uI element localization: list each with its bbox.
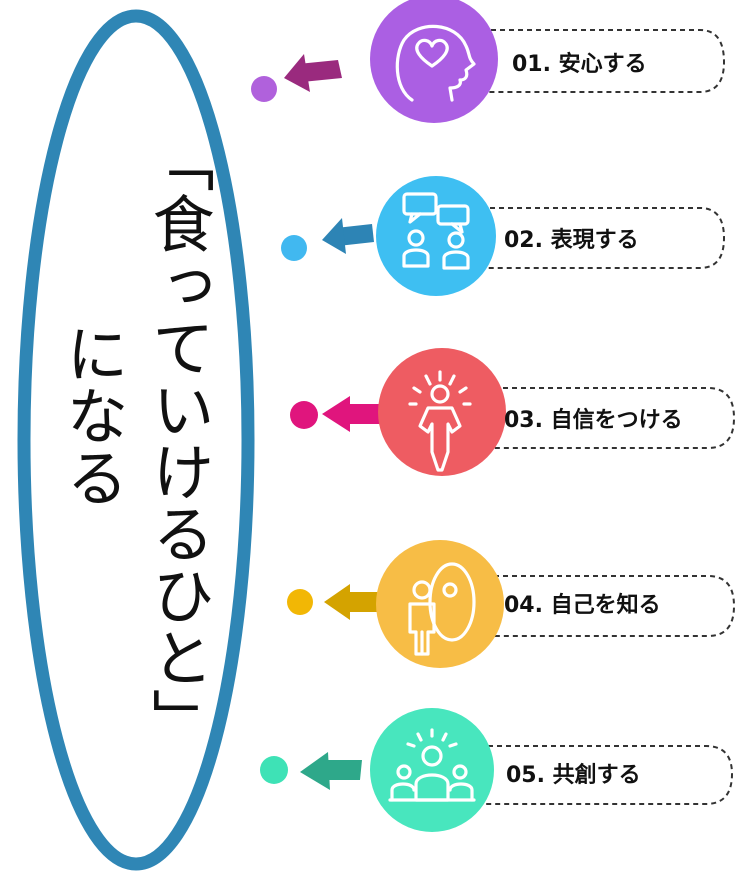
speech-bubbles-people-icon bbox=[402, 192, 470, 270]
step-01: 01. 安心する bbox=[251, 0, 726, 123]
step-05-label-box bbox=[434, 745, 734, 805]
step-01-label-box bbox=[428, 29, 726, 93]
step-05: 05. 共創する bbox=[260, 708, 734, 832]
step-05-circle bbox=[370, 708, 494, 832]
step-04-label: 04. 自己を知る bbox=[504, 592, 661, 618]
step-04: 04. 自己を知る bbox=[287, 540, 736, 668]
title-line-2: になる bbox=[56, 322, 129, 508]
step-01-label: 01. 安心する bbox=[512, 51, 647, 77]
step-03-arrow bbox=[322, 396, 382, 432]
step-01-arrow bbox=[284, 54, 342, 92]
step-05-label: 05. 共創する bbox=[506, 763, 641, 788]
step-02-label-box bbox=[436, 207, 726, 269]
step-01-circle bbox=[370, 0, 498, 123]
step-03-dot bbox=[290, 401, 318, 429]
step-01-dot bbox=[251, 76, 277, 102]
step-05-dot bbox=[260, 756, 288, 784]
step-04-dot bbox=[287, 589, 313, 615]
group-people-icon bbox=[388, 728, 476, 802]
step-02-arrow bbox=[322, 218, 374, 254]
step-05-arrow bbox=[300, 752, 362, 790]
main-ellipse bbox=[17, 9, 255, 871]
step-04-circle bbox=[376, 540, 504, 668]
step-04-arrow bbox=[324, 584, 380, 620]
step-03-label: 03. 自信をつける bbox=[504, 407, 683, 433]
step-02: 02. 表現する bbox=[281, 176, 726, 296]
step-02-label: 02. 表現する bbox=[504, 228, 639, 253]
head-heart-icon bbox=[395, 24, 476, 102]
title-line-1: 「食っていけるひと」 bbox=[142, 130, 215, 750]
person-mirror-icon bbox=[408, 562, 476, 656]
step-02-dot bbox=[281, 235, 307, 261]
step-03: 03. 自信をつける bbox=[290, 348, 736, 476]
step-03-circle bbox=[378, 348, 506, 476]
confident-person-icon bbox=[408, 370, 472, 472]
